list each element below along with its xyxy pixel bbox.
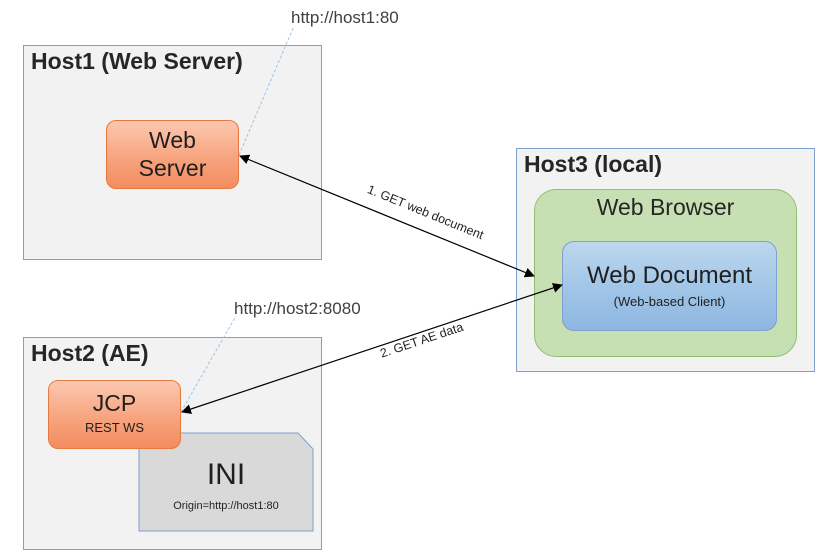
- web-document-title: Web Document: [587, 262, 752, 289]
- ini-title: INI: [206, 458, 246, 491]
- web-document-subtitle: (Web-based Client): [613, 294, 726, 309]
- host2-url: http://host2:8080: [234, 299, 361, 318]
- host3-title: Host3 (local): [524, 151, 663, 177]
- web-browser-label: Web Browser: [596, 194, 735, 220]
- web-server-label-line1: Web: [149, 127, 196, 153]
- jcp-subtitle: REST WS: [85, 420, 144, 435]
- jcp-title: JCP: [92, 390, 137, 416]
- get-document-label: 1. GET web document: [365, 182, 486, 242]
- ini-subtitle: Origin=http://host1:80: [173, 500, 279, 512]
- get-ae-data-label: 2. GET AE data: [378, 320, 465, 361]
- web-server-node: Web Server: [106, 120, 239, 189]
- web-document-node: Web Document (Web-based Client): [562, 241, 777, 331]
- host1-title: Host1 (Web Server): [31, 48, 243, 74]
- web-server-label-line2: Server: [138, 155, 207, 181]
- host2-title: Host2 (AE): [31, 340, 149, 366]
- host1-url: http://host1:80: [291, 8, 399, 27]
- jcp-node: JCP REST WS: [48, 380, 181, 449]
